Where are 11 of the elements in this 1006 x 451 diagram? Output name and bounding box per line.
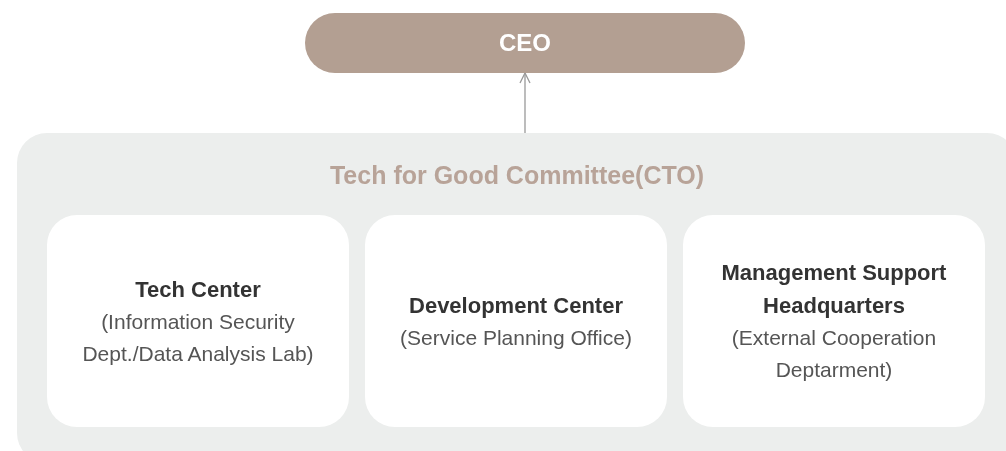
node-title: Development Center	[409, 291, 623, 320]
node-subtitle: (Information Security Dept./Data Analysis Lab)	[81, 308, 315, 367]
panel-title: Tech for Good Committee(CTO)	[329, 161, 705, 190]
node-subtitle: (External Cooperation Deptarment)	[730, 325, 938, 383]
node-subtitle: (Service Planning Office)	[400, 324, 632, 351]
ceo-box	[305, 13, 745, 73]
node-title: CEO	[499, 29, 551, 57]
node-title: Management Support Headquarters	[720, 259, 948, 320]
node-title: Tech Center	[135, 275, 261, 304]
committee-panel	[17, 133, 1006, 451]
arrow	[519, 72, 531, 134]
